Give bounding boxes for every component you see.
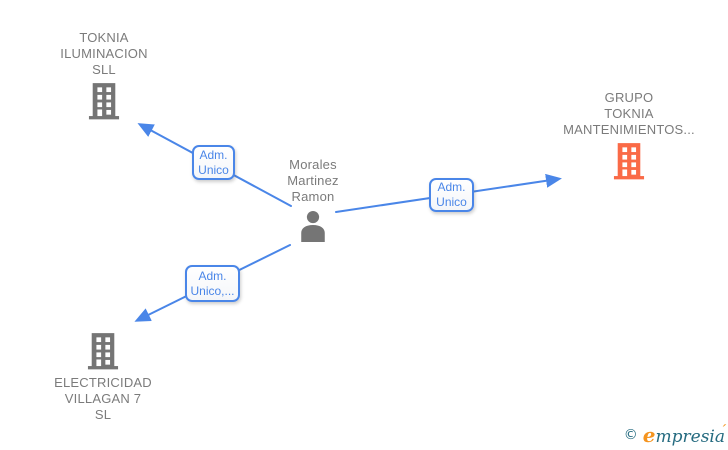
person-name: Morales Martinez Ramon [287, 157, 338, 205]
copyright-icon: © [623, 427, 638, 443]
company-name: ELECTRICIDAD VILLAGAN 7 SL [54, 375, 152, 423]
company-name-line: MANTENIMIENTOS... [563, 122, 695, 137]
edge-label-line: Unico [436, 195, 467, 209]
company-name-line: SL [94, 407, 112, 422]
company-node-grupo-toknia-mantenimientos[interactable]: GRUPO TOKNIA MANTENIMIENTOS... [549, 90, 709, 180]
edge-label-line: Adm. [198, 268, 227, 283]
edge-label-adm-unico-1: Adm. Unico [192, 145, 235, 180]
building-icon [88, 83, 120, 120]
person-icon [301, 210, 325, 242]
edge-label-line: Adm. [437, 180, 466, 194]
company-name: GRUPO TOKNIA MANTENIMIENTOS... [563, 90, 695, 138]
edge-label-line: Unico,... [190, 283, 235, 298]
empresia-logo: © empresia´ [623, 423, 726, 447]
person-name-line: Ramon [291, 189, 335, 204]
company-name-line: VILLAGAN 7 [64, 391, 142, 406]
company-node-toknia-iluminacion-sll[interactable]: TOKNIA ILUMINACION SLL [44, 30, 164, 120]
company-node-electricidad-villagan-7-sl[interactable]: ELECTRICIDAD VILLAGAN 7 SL [43, 332, 163, 423]
edge-label-line: Adm. [199, 147, 228, 162]
building-icon [87, 333, 119, 370]
brand-lead: e [642, 423, 656, 447]
person-name-line: Morales [289, 157, 337, 172]
building-icon [613, 143, 645, 180]
edge-label-line: Unico [198, 162, 229, 177]
company-name-line: ELECTRICIDAD [54, 375, 152, 390]
company-name-line: SLL [92, 62, 116, 77]
company-name-line: TOKNIA [604, 106, 654, 121]
edge-label-adm-unico-2: Adm. Unico [429, 178, 474, 212]
company-name-line: GRUPO [604, 90, 654, 105]
company-name-line: ILUMINACION [60, 46, 148, 61]
brand-text: empresia´ [642, 423, 726, 447]
person-node-morales-martinez-ramon[interactable]: Morales Martinez Ramon [253, 157, 373, 242]
edge-label-adm-unico-3: Adm. Unico,... [185, 265, 240, 302]
company-name: TOKNIA ILUMINACION SLL [60, 30, 147, 78]
person-name-line: Martinez [287, 173, 339, 188]
company-name-line: TOKNIA [79, 30, 129, 45]
brand-rest: mpresia [655, 427, 726, 447]
